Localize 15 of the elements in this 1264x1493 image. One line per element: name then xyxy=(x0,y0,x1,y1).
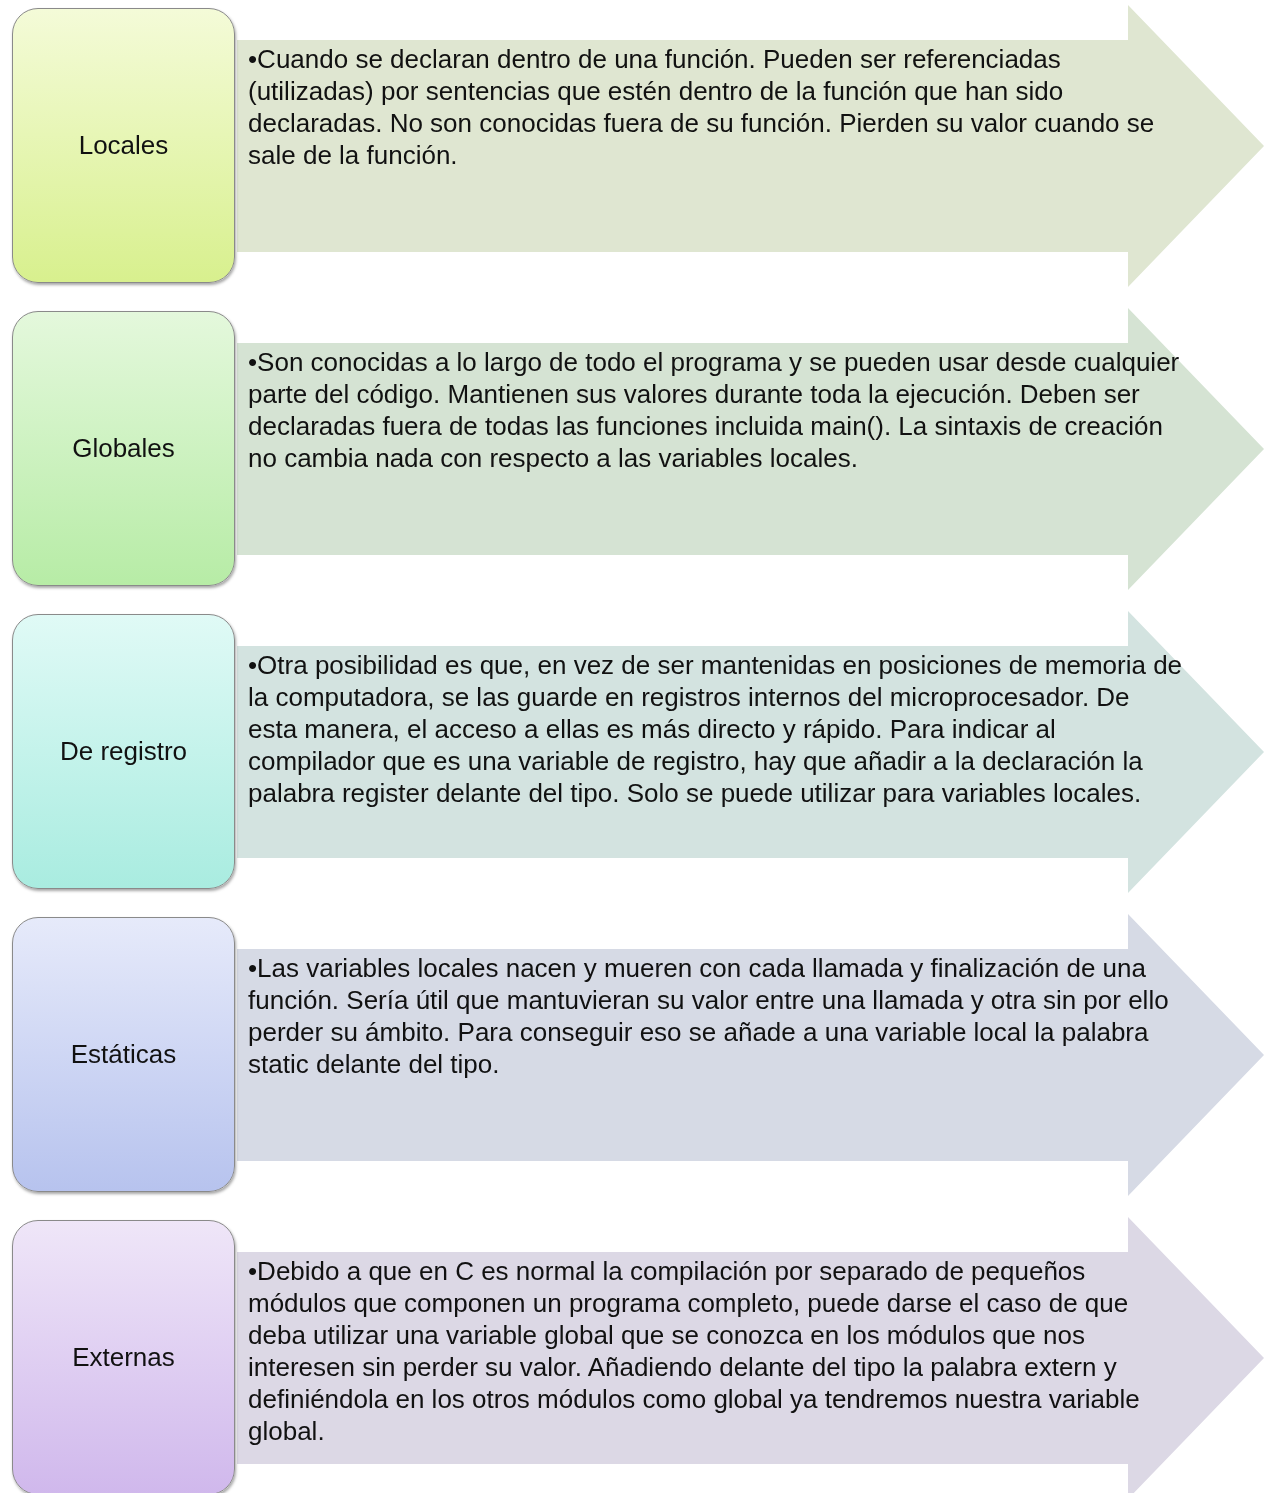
category-box: Estáticas xyxy=(12,917,235,1192)
description-text: •Otra posibilidad es que, en vez de ser mantenidas en posiciones de memoria de la computadora, se las guarde en registros internos del microprocesador. De esta manera, el acceso a ellas es más directo y rápido. Para indicar al compilador que es una variable de registro, hay que añadir a la declaración la palabra register delante del tipo. Solo se puede utilizar para variables locales. xyxy=(248,649,1183,809)
arrow-shape xyxy=(237,5,1264,287)
category-box: Locales xyxy=(12,8,235,283)
description-text: •Las variables locales nacen y mueren con cada llamada y finalización de una función. Sería útil que mantuvieran su valor entre una llamada y otra sin por ello perder su ámbito. Para conseguir eso se añade a una variable local la palabra static delante del tipo. xyxy=(248,952,1170,1080)
description-text: •Debido a que en C es normal la compilación por separado de pequeños módulos que componen un programa completo, puede darse el caso de que deba utilizar una variable global que se conozca en los módulos que nos interesen sin perder su valor. Añadiendo delante del tipo la palabra extern y definiéndola en los otros módulos como global ya tendremos nuestra variable global. xyxy=(248,1255,1141,1447)
description-text: •Son conocidas a lo largo de todo el programa y se pueden usar desde cualquier parte del código. Mantienen sus valores durante toda la ejecución. Deben ser declaradas fuera de todas las funciones incluida main(). La sintaxis de creación no cambia nada con respecto a las variables locales. xyxy=(248,346,1181,474)
category-box: De registro xyxy=(12,614,235,889)
category-box: Globales xyxy=(12,311,235,586)
arrow-shape xyxy=(237,1217,1264,1493)
description-text: •Cuando se declaran dentro de una función. Pueden ser referenciadas (utilizadas) por sentencias que estén dentro de la función que han sido declaradas. No son conocidas fuera de su función. Pierden su valor cuando se sale de la función. xyxy=(248,43,1156,171)
category-box: Externas xyxy=(12,1220,235,1493)
arrow-shape xyxy=(237,308,1264,590)
arrow-shape xyxy=(237,914,1264,1196)
arrow-shape xyxy=(237,611,1264,893)
